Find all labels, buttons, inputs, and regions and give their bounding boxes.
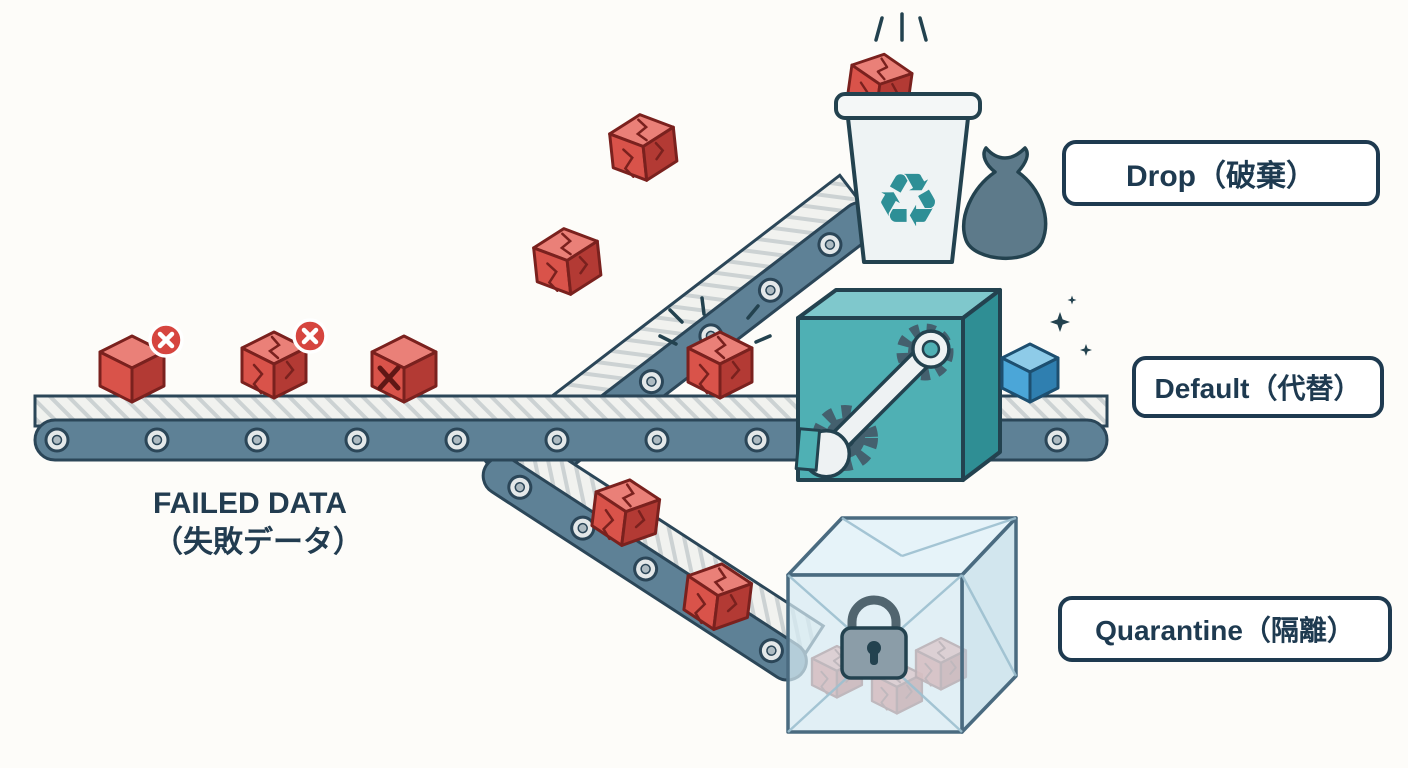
- belt-roller: [644, 427, 670, 453]
- error-x-badge: [150, 324, 182, 356]
- motion-lines: [874, 12, 928, 42]
- quarantine-glass-box: [786, 516, 1018, 734]
- failed-cube: [608, 111, 679, 183]
- padlock-icon: [840, 595, 908, 680]
- caption-failed-data: FAILED DATA （失敗データ）: [153, 484, 363, 562]
- drop-trash-bin: ♻: [834, 12, 1048, 264]
- failed-cube-alert: [658, 296, 772, 398]
- default-machine: [794, 288, 1002, 482]
- label-drop: Drop（破棄）: [1062, 140, 1380, 206]
- label-quarantine-text: Quarantine（隔離）: [1095, 615, 1355, 646]
- belt-roller: [444, 427, 470, 453]
- belt-roller: [544, 427, 570, 453]
- recycle-icon: ♻: [875, 158, 941, 244]
- sparkle-icon: [1080, 344, 1092, 356]
- caption-line2: （失敗データ）: [153, 526, 363, 559]
- caption-line1: FAILED DATA: [153, 487, 347, 520]
- failed-cube: [532, 225, 603, 297]
- wrench-icon: [794, 329, 951, 479]
- alert-emphasis-lines: [658, 296, 772, 346]
- repaired-cube: [1000, 295, 1092, 404]
- belt-roller: [244, 427, 270, 453]
- label-quarantine: Quarantine（隔離）: [1058, 596, 1392, 662]
- belt-roller: [144, 427, 170, 453]
- failed-cube-with-badge: [98, 324, 182, 404]
- belt-roller: [44, 427, 70, 453]
- failed-cube-x-face: [370, 334, 438, 404]
- belt-roller: [744, 427, 770, 453]
- failed-cube-cracked-with-badge: [242, 320, 326, 398]
- conveyor-branch-quarantine: [481, 422, 826, 682]
- belt-roller: [1044, 427, 1070, 453]
- label-default: Default（代替）: [1132, 356, 1384, 418]
- label-drop-text: Drop（破棄）: [1126, 160, 1316, 193]
- belt-roller: [344, 427, 370, 453]
- sparkle-icon: [1067, 295, 1077, 305]
- label-default-text: Default（代替）: [1154, 373, 1362, 404]
- trash-bag-icon: [961, 146, 1048, 261]
- error-x-badge: [294, 320, 326, 352]
- sparkle-icon: [1050, 312, 1070, 332]
